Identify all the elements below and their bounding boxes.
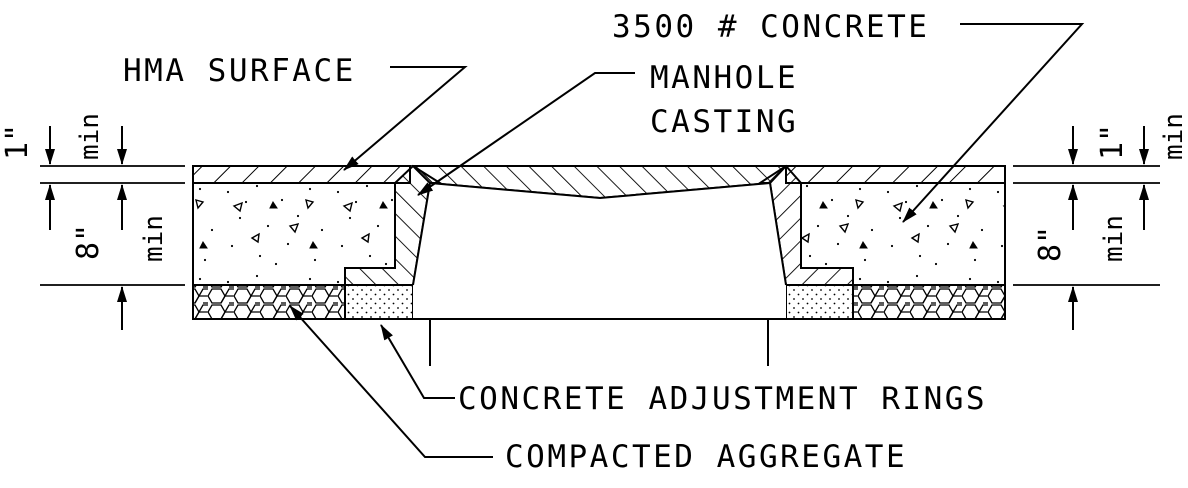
callout-concrete: 3500 # CONCRETE xyxy=(612,9,1085,223)
label-adjustment-rings: CONCRETE ADJUSTMENT RINGS xyxy=(458,381,987,417)
left-8in-unit: min xyxy=(139,215,169,262)
right-1in-unit: min xyxy=(1159,113,1188,160)
right-adjustment-ring xyxy=(785,284,854,320)
label-compacted-aggregate: COMPACTED AGGREGATE xyxy=(505,439,907,475)
right-1in-value: 1" xyxy=(1095,124,1130,160)
callout-hma-surface: HMA SURFACE xyxy=(123,53,468,171)
right-compacted-aggregate xyxy=(852,284,1006,320)
label-casting: CASTING xyxy=(650,104,798,140)
label-manhole: MANHOLE xyxy=(650,60,798,96)
left-dimension-1in: 1" min xyxy=(0,113,127,165)
right-dimension-1in: 1" min xyxy=(1068,113,1188,165)
callout-manhole-casting: MANHOLE CASTING xyxy=(417,60,798,196)
left-hma-layer xyxy=(192,165,411,184)
right-dimension-8in: 8" min xyxy=(1033,184,1149,330)
grade-extension-lines xyxy=(40,165,1160,286)
right-8in-value: 8" xyxy=(1033,226,1068,262)
left-pavement-section xyxy=(192,165,414,320)
right-pavement-section xyxy=(785,165,1006,320)
manhole-opening xyxy=(413,183,786,319)
left-1in-unit: min xyxy=(75,113,105,160)
left-8in-value: 8" xyxy=(71,224,106,260)
left-adjustment-ring xyxy=(344,284,414,320)
label-hma-surface: HMA SURFACE xyxy=(123,53,356,89)
label-3500-concrete: 3500 # CONCRETE xyxy=(612,9,929,45)
left-1in-value: 1" xyxy=(0,124,35,160)
left-compacted-aggregate xyxy=(192,284,346,320)
callout-adjustment-rings: CONCRETE ADJUSTMENT RINGS xyxy=(380,324,987,417)
manhole-casting xyxy=(344,164,854,366)
left-dimension-8in: 8" min xyxy=(45,184,169,330)
right-hma-layer xyxy=(785,165,1006,184)
callout-compacted-aggregate: COMPACTED AGGREGATE xyxy=(289,305,907,475)
right-8in-unit: min xyxy=(1099,215,1129,262)
